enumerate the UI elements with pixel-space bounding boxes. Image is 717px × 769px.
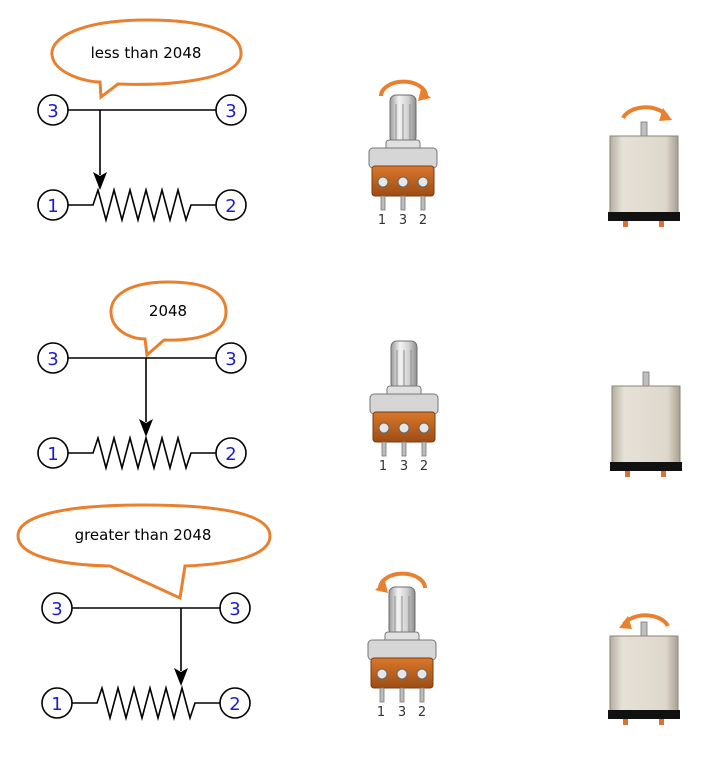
terminal-label: 2 (225, 444, 236, 465)
terminal-label: 2 (229, 694, 240, 715)
terminal-label: 3 (225, 349, 236, 370)
pot-pin-label: 3 (398, 705, 406, 720)
terminal-label: 1 (51, 694, 62, 715)
pot-pin-label: 2 (419, 213, 427, 228)
row-2: 2048 3 3 1 2 (37, 280, 682, 477)
dc-motor (608, 105, 680, 227)
resistor-zigzag (68, 186, 216, 224)
terminal: 2 (219, 687, 251, 719)
terminal: 3 (37, 94, 69, 126)
wiper-arrowhead (93, 172, 107, 190)
rotation-arrow-icon (379, 79, 428, 97)
row-3: greater than 2048 3 3 1 2 (16, 503, 680, 725)
terminal: 1 (41, 687, 73, 719)
pot-pin-label: 1 (377, 705, 385, 720)
rotation-arrow-icon (621, 105, 669, 120)
resistor-zigzag (72, 684, 220, 722)
bubble-text: less than 2048 (91, 44, 202, 62)
pot-pin-label: 2 (418, 705, 426, 720)
pot-housing (368, 147, 438, 169)
terminal: 3 (215, 94, 247, 126)
terminal: 3 (41, 592, 73, 624)
motor-base (608, 212, 680, 221)
rotation-arrow-icon (378, 571, 427, 589)
terminal: 3 (219, 592, 251, 624)
terminal-label: 1 (47, 196, 58, 217)
terminal-label: 3 (225, 101, 236, 122)
potentiometer-component: 1 3 2 (368, 79, 438, 228)
terminal: 1 (37, 189, 69, 221)
potentiometer-component: 1 3 2 (369, 340, 439, 474)
terminal-label: 2 (225, 196, 236, 217)
motor-body (609, 135, 679, 215)
terminal-label: 3 (51, 599, 62, 620)
motor-body (611, 385, 681, 465)
motor-base (610, 462, 682, 471)
motor-base (608, 710, 680, 719)
terminal-label: 1 (47, 444, 58, 465)
terminal-label: 3 (229, 599, 240, 620)
speech-bubble: 2048 (109, 280, 228, 359)
rotation-arrowhead (619, 616, 632, 629)
dc-motor (610, 371, 682, 477)
pot-pin-label: 3 (400, 459, 408, 474)
bubble-outline (50, 18, 243, 100)
terminal: 2 (215, 189, 247, 221)
rotation-arrowhead (418, 89, 431, 101)
rotation-arrowhead (375, 581, 388, 593)
terminal: 3 (215, 342, 247, 374)
wiper-arrowhead (174, 668, 188, 686)
pot-housing (369, 393, 439, 415)
row-1: less than 2048 3 3 1 2 (37, 18, 680, 228)
terminal-label: 3 (47, 349, 58, 370)
pot-pin-label: 3 (399, 213, 407, 228)
potentiometer-component: 1 3 2 (367, 571, 437, 720)
wiper-arrowhead (139, 419, 153, 437)
bubble-outline (109, 280, 228, 359)
potentiometer-schematic (72, 607, 220, 722)
pot-pin-label: 1 (379, 459, 387, 474)
dc-motor (608, 613, 680, 725)
terminal: 2 (215, 437, 247, 469)
pot-pin-label: 1 (378, 213, 386, 228)
motor-body (609, 635, 679, 713)
resistor-zigzag (68, 434, 216, 472)
pot-pin-label: 2 (420, 459, 428, 474)
bubble-text: greater than 2048 (75, 526, 212, 544)
potentiometer-schematic (68, 109, 216, 224)
pot-housing (367, 639, 437, 661)
bubble-text: 2048 (149, 302, 187, 320)
potentiometer-schematic (68, 357, 216, 472)
speech-bubble: greater than 2048 (16, 503, 272, 601)
terminal: 1 (37, 437, 69, 469)
rotation-arrowhead (659, 108, 672, 121)
bubble-outline (16, 503, 272, 601)
terminal: 3 (37, 342, 69, 374)
terminal-label: 3 (47, 101, 58, 122)
speech-bubble: less than 2048 (50, 18, 243, 100)
